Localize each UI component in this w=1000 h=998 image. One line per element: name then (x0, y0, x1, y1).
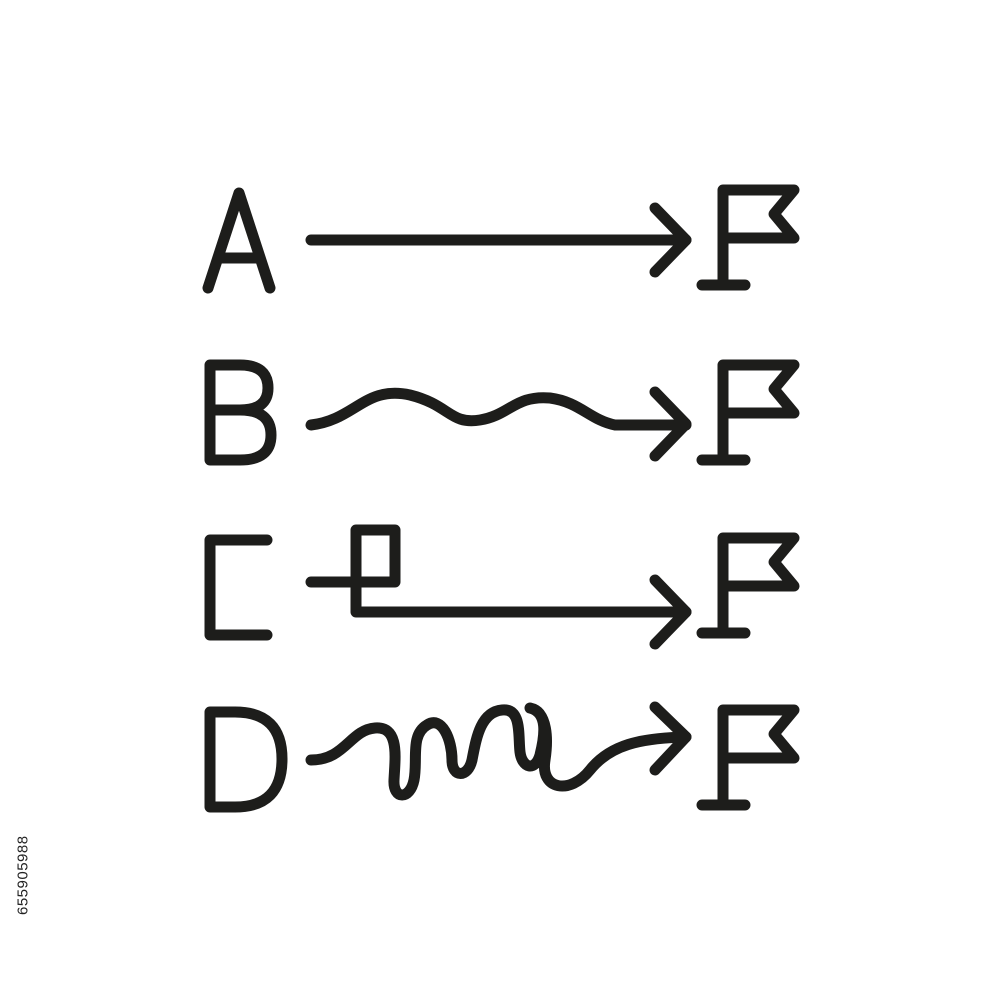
flag-icon (696, 359, 800, 466)
flag-icon (696, 704, 800, 811)
wavy-arrow-path (305, 387, 692, 431)
flag-icon (696, 532, 800, 639)
side-id-text: 655905988 (14, 835, 32, 915)
arrowhead (649, 202, 692, 278)
letter-c (204, 534, 273, 641)
letter-d (204, 706, 288, 813)
arrowhead (649, 386, 692, 462)
row-b (204, 359, 800, 466)
letter-b (204, 359, 277, 466)
letter-a (202, 187, 276, 294)
row-d (204, 701, 800, 813)
flag-icon (696, 184, 800, 291)
row-c (204, 524, 800, 650)
detour-arrow-path (305, 524, 692, 618)
row-a (202, 184, 800, 294)
winding-arrow-path (305, 702, 692, 801)
arrowhead (649, 701, 692, 776)
arrowhead (649, 574, 692, 650)
